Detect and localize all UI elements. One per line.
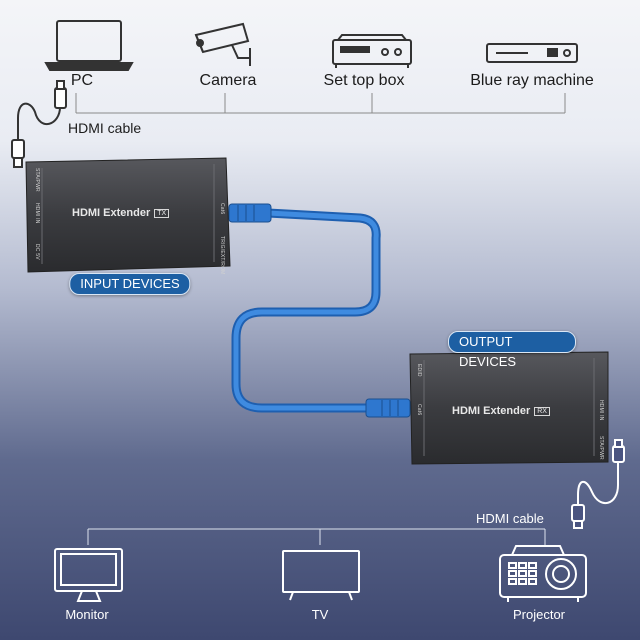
camera-icon	[194, 22, 251, 66]
display-bus-lines	[87, 528, 546, 545]
hdmi-cable-input	[11, 80, 67, 168]
tx-port-hdmi-in: HDMI IN	[34, 203, 40, 224]
cat6-cable	[228, 203, 411, 418]
source-label-blu-ray: Blue ray machine	[470, 72, 594, 89]
display-label-projector: Projector	[512, 607, 566, 622]
tx-port-dc5v: DC 5V	[34, 244, 40, 260]
rj45-plug-tx	[228, 203, 272, 223]
display-label-monitor: Monitor	[65, 607, 109, 622]
projector-icon	[499, 545, 587, 602]
rj45-plug-rx	[365, 398, 411, 418]
display-label-tv: TV	[311, 607, 329, 622]
hdmi-cable-label-top: HDMI cable	[68, 120, 142, 136]
rx-port-sta-pwr: STA/PWR	[598, 436, 604, 460]
tv-icon	[282, 550, 360, 601]
output-devices-label: OUTPUT DEVICES	[448, 331, 576, 369]
transmitter-box	[25, 157, 231, 273]
laptop-icon	[44, 20, 134, 71]
source-label-pc: PC	[70, 72, 94, 89]
hdmi-cable-label-bottom: HDMI cable	[476, 511, 544, 526]
source-label-set-top-box: Set top box	[323, 72, 405, 89]
rx-port-cat6: Cat6	[416, 404, 422, 416]
source-label-camera: Camera	[199, 72, 257, 89]
rx-port-edid: EDID	[416, 364, 422, 377]
tx-port-trig: TRIG/EXT/ROM	[219, 236, 225, 275]
transmitter-title-text: HDMI Extender	[72, 207, 151, 219]
rx-port-hdmi-in: HDMI IN	[598, 400, 604, 421]
tx-port-sta-pwr: STA/PWR	[34, 168, 40, 192]
input-devices-label: INPUT DEVICES	[69, 273, 191, 295]
monitor-icon	[54, 548, 123, 602]
transmitter-badge: TX	[154, 209, 170, 218]
receiver-title-text: HDMI Extender	[452, 405, 531, 417]
source-bus-lines	[75, 93, 566, 114]
hdmi-cable-output	[571, 439, 625, 529]
set-top-box-icon	[332, 34, 412, 68]
blu-ray-player-icon	[486, 43, 578, 63]
receiver-badge: RX	[534, 407, 550, 416]
tx-port-cat6: Cat6	[219, 203, 225, 215]
